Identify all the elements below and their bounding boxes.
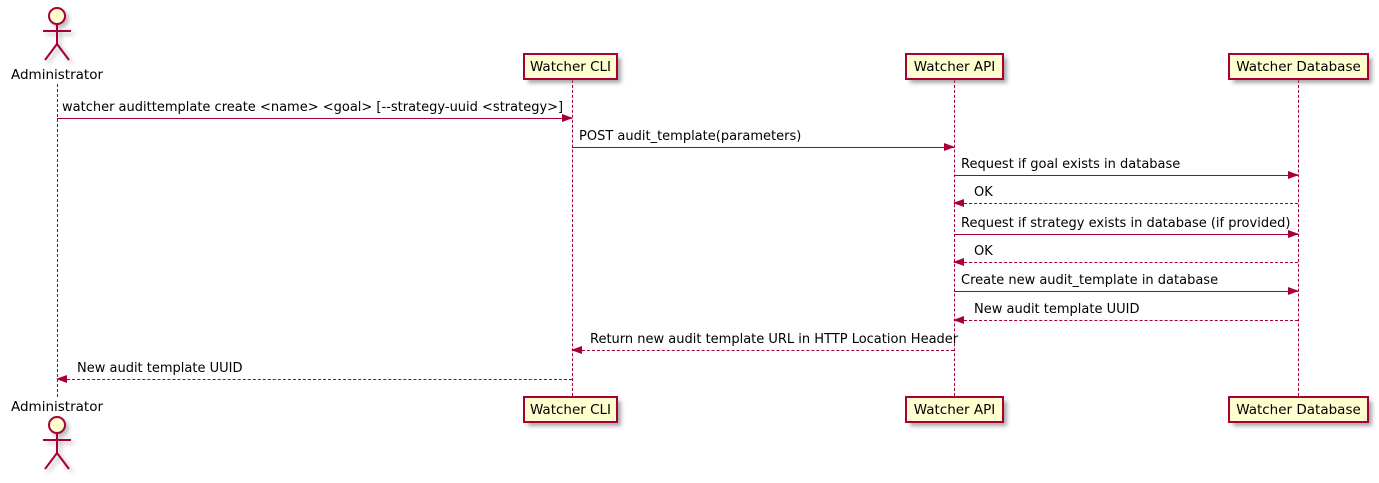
message-line — [954, 320, 1298, 321]
message-line — [57, 379, 572, 380]
actor-name-top: Administrator — [10, 67, 104, 83]
message-line — [572, 147, 954, 148]
message-label: OK — [974, 244, 993, 259]
participant-watcher-cli-top: Watcher CLI — [523, 53, 618, 80]
arrowhead-left-icon — [953, 258, 964, 266]
message-line — [954, 234, 1298, 235]
message-label: New audit template UUID — [77, 361, 243, 376]
message-line — [954, 175, 1298, 176]
message-line — [572, 350, 954, 351]
lifeline-watcher-api — [954, 80, 955, 396]
lifeline-administrator — [57, 84, 58, 397]
participant-watcher-api-bottom: Watcher API — [905, 396, 1004, 423]
arrowhead-right-icon — [1288, 171, 1299, 179]
lifeline-watcher-database — [1298, 80, 1299, 396]
participant-watcher-database-top: Watcher Database — [1228, 53, 1369, 80]
message-line — [57, 118, 572, 119]
message-line — [954, 262, 1298, 263]
message-label: watcher audittemplate create <name> <goa… — [62, 100, 564, 115]
actor-icon — [43, 7, 71, 61]
message-line — [954, 291, 1298, 292]
message-label: Request if goal exists in database — [961, 157, 1181, 172]
actor-icon — [43, 416, 71, 470]
message-label: Request if strategy exists in database (… — [961, 216, 1291, 231]
arrowhead-left-icon — [953, 199, 964, 207]
message-label: New audit template UUID — [974, 302, 1140, 317]
participant-watcher-database-bottom: Watcher Database — [1228, 396, 1369, 423]
actor-name-bottom: Administrator — [10, 399, 104, 415]
arrowhead-right-icon — [944, 143, 955, 151]
message-label: POST audit_template(parameters) — [579, 129, 802, 144]
lifeline-watcher-cli — [572, 80, 573, 396]
arrowhead-left-icon — [571, 346, 582, 354]
arrowhead-right-icon — [1288, 287, 1299, 295]
message-line — [954, 203, 1298, 204]
arrowhead-right-icon — [1288, 230, 1299, 238]
participant-watcher-cli-bottom: Watcher CLI — [523, 396, 618, 423]
participant-watcher-api-top: Watcher API — [905, 53, 1004, 80]
arrowhead-left-icon — [56, 375, 67, 383]
message-label: Create new audit_template in database — [961, 273, 1219, 288]
arrowhead-left-icon — [953, 316, 964, 324]
message-label: OK — [974, 185, 993, 200]
arrowhead-right-icon — [562, 114, 573, 122]
message-label: Return new audit template URL in HTTP Lo… — [590, 332, 959, 347]
